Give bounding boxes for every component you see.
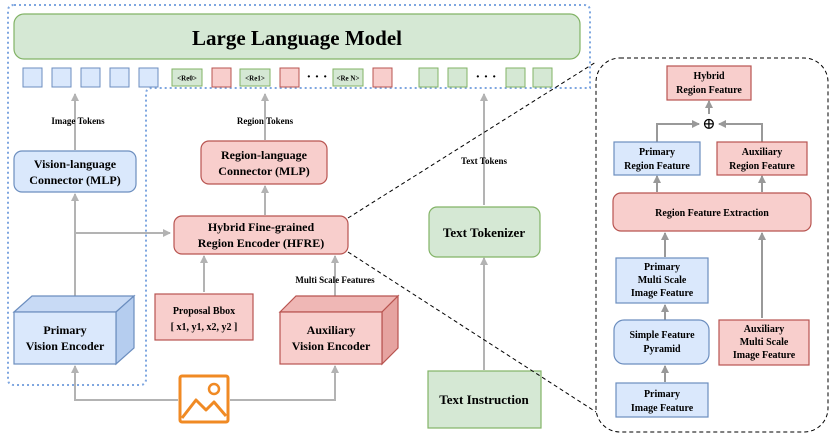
vision-language-connector: Vision-language Connector (MLP) (13, 150, 137, 193)
proposal-bbox: Proposal Bbox [ x1, y1, x2, y2 ] (154, 293, 254, 341)
llm-title: Large Language Model (192, 26, 402, 50)
hybrid-region-feature: Hybrid (693, 71, 725, 82)
region-feature-extraction: Region Feature Extraction (655, 208, 769, 219)
svg-text:Region Feature: Region Feature (624, 161, 690, 172)
region-feature-token (211, 67, 232, 88)
vision-region-outline (7, 4, 591, 386)
plus-icon: ⊕ (702, 116, 715, 133)
text-instruction: Text Instruction (427, 370, 542, 429)
svg-text:Multi Scale: Multi Scale (638, 275, 687, 286)
svg-text:Multi Scale: Multi Scale (740, 337, 789, 348)
region-language-connector: Region-language Connector (MLP) (200, 140, 328, 185)
primary-image-feature: Primary (644, 389, 680, 400)
region-token-ren (332, 68, 364, 87)
auxiliary-region-feature: Auxiliary (742, 147, 783, 158)
text-token (447, 67, 468, 88)
svg-text:Primary: Primary (43, 323, 86, 337)
hfre-block: Hybrid Fine-grained Region Encoder (HFRE… (173, 215, 349, 255)
primary-multi-scale-feature: Primary (644, 262, 680, 273)
svg-text:Text Instruction: Text Instruction (439, 392, 529, 407)
hybrid-region-feature-2: Region Feature (676, 85, 742, 96)
region-token-re1-label: <Re1> (245, 75, 265, 83)
region-token-ren-label: <Re N> (337, 75, 360, 83)
image-token (51, 67, 72, 88)
region-ellipsis: · · · (306, 70, 327, 85)
region-feature-token (279, 67, 300, 88)
hfre-detail-panel: Hybrid Region Feature ⊕ Primary Region F… (595, 57, 829, 433)
svg-text:Region-language: Region-language (221, 148, 308, 162)
svg-text:[ x1, y1, x2, y2 ]: [ x1, y1, x2, y2 ] (171, 322, 238, 333)
text-tokenizer: Text Tokenizer (428, 206, 541, 258)
text-ellipsis: · · · (475, 70, 496, 85)
region-token-re1 (239, 68, 271, 87)
image-token (109, 67, 130, 88)
svg-text:Image Feature: Image Feature (631, 403, 694, 414)
image-token (22, 67, 43, 88)
svg-text:Vision Encoder: Vision Encoder (292, 339, 371, 353)
primary-region-feature: Primary (639, 147, 675, 158)
llm-block: Large Language Model (13, 13, 581, 60)
image-icon (178, 374, 230, 424)
svg-text:Connector (MLP): Connector (MLP) (29, 173, 120, 187)
multi-scale-features-label: Multi Scale Features (295, 275, 375, 285)
svg-text:Vision-language: Vision-language (34, 157, 117, 171)
region-tokens-label: Region Tokens (237, 116, 294, 126)
simple-feature-pyramid: Simple Feature (629, 330, 695, 341)
svg-text:Image Feature: Image Feature (631, 288, 694, 299)
image-token (80, 67, 101, 88)
text-token (505, 67, 526, 88)
svg-text:Image Feature: Image Feature (733, 350, 796, 361)
svg-text:Text Tokenizer: Text Tokenizer (443, 225, 525, 240)
image-tokens-label: Image Tokens (51, 116, 105, 126)
auxiliary-multi-scale-feature: Auxiliary (744, 324, 785, 335)
svg-text:Connector (MLP): Connector (MLP) (218, 164, 309, 178)
svg-text:Hybrid Fine-grained: Hybrid Fine-grained (208, 220, 315, 234)
region-token-re0-label: <Re0> (177, 75, 197, 83)
token-row: <Re0> <Re1> · · · <Re N> · · · (22, 67, 553, 88)
svg-text:Proposal Bbox: Proposal Bbox (173, 306, 235, 317)
image-token (138, 67, 159, 88)
region-token-re0 (171, 68, 203, 87)
text-token (532, 67, 553, 88)
region-feature-token (372, 67, 393, 88)
text-tokens-label: Text Tokens (461, 156, 507, 166)
auxiliary-vision-encoder: Auxiliary Vision Encoder (278, 294, 400, 366)
primary-vision-encoder: Primary Vision Encoder (12, 294, 136, 366)
svg-text:Pyramid: Pyramid (643, 344, 681, 355)
svg-text:Region Feature: Region Feature (729, 161, 795, 172)
main-arrows (71, 93, 488, 401)
svg-text:Vision Encoder: Vision Encoder (26, 339, 105, 353)
svg-text:Auxiliary: Auxiliary (307, 323, 356, 337)
zoom-line-bottom (347, 251, 597, 413)
text-token (418, 67, 439, 88)
svg-text:Region Encoder (HFRE): Region Encoder (HFRE) (198, 236, 324, 250)
